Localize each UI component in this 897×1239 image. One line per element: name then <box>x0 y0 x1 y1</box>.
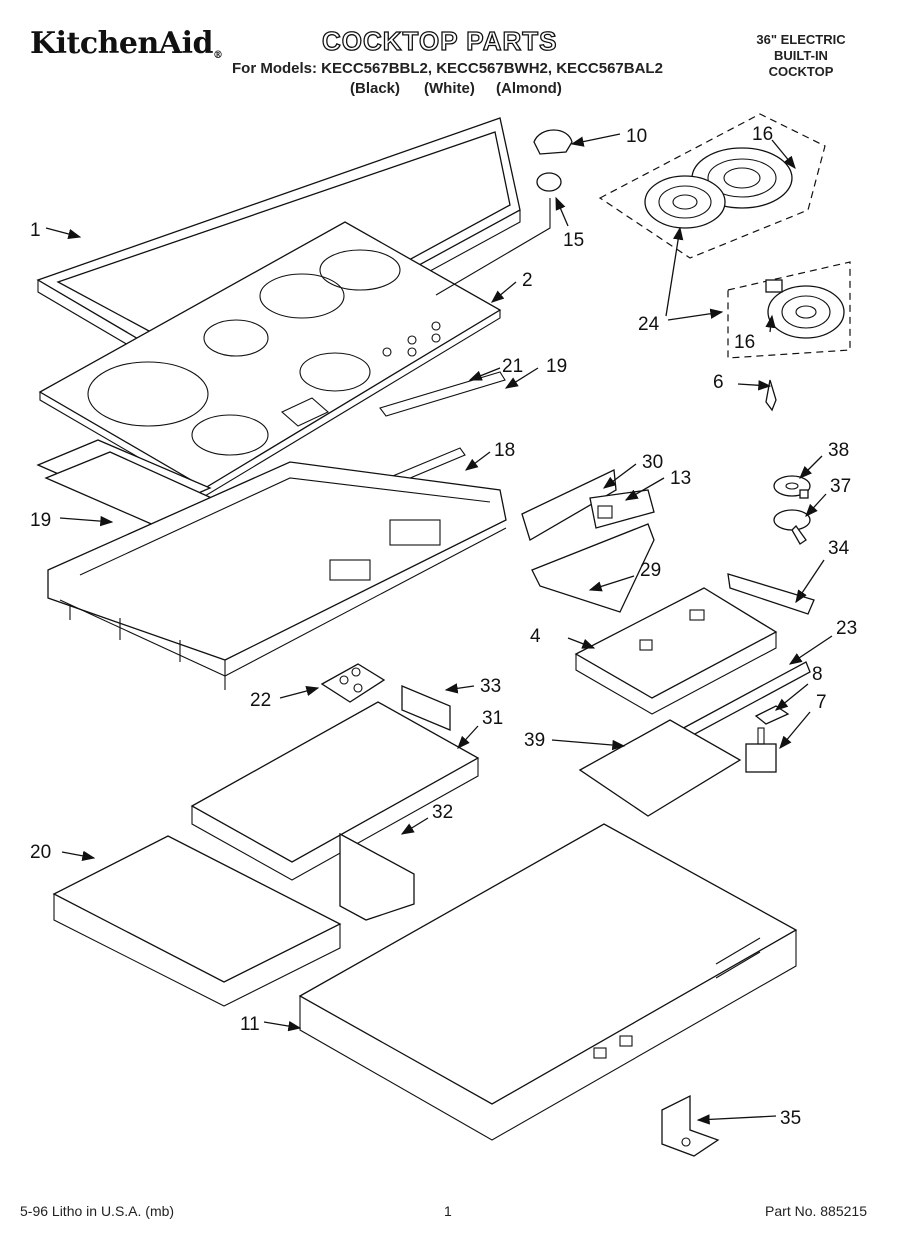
spec-line-3: COCKTOP <box>768 64 834 79</box>
part-18-burner-box <box>47 461 507 690</box>
spec-line-1: 36" ELECTRIC <box>756 32 846 47</box>
callout-11: 11 <box>240 1014 260 1035</box>
callout-30: 30 <box>642 452 663 473</box>
part-22-terminal-block <box>320 663 386 703</box>
callout-2: 2 <box>522 270 533 291</box>
brand-logo: KitchenAid® <box>30 26 223 61</box>
part-32-channel <box>339 832 415 921</box>
callout-16-upper: 16 <box>752 124 773 145</box>
footer-litho: 5-96 Litho in U.S.A. (mb) <box>20 1203 175 1219</box>
callout-38: 38 <box>828 440 849 461</box>
part-35-bracket <box>661 1094 720 1157</box>
spec-line-2: BUILT-IN <box>774 48 828 63</box>
callout-13: 13 <box>670 468 691 489</box>
callout-labels: 1 2 10 15 16 24 16 6 21 19 18 19 30 13 3… <box>30 124 857 1129</box>
callout-39: 39 <box>524 730 545 751</box>
color-white-label: (White) <box>424 80 475 97</box>
callout-23: 23 <box>836 618 857 639</box>
callout-22: 22 <box>250 690 271 711</box>
callout-32: 32 <box>432 802 453 823</box>
brand-name: KitchenAid <box>30 26 213 61</box>
callout-6: 6 <box>713 372 724 393</box>
page-title: COCKTOP PARTS <box>321 25 558 56</box>
callout-16-lower: 16 <box>734 332 755 353</box>
callout-4: 4 <box>530 626 541 647</box>
part-31-panel <box>190 701 480 881</box>
leader-arrows <box>45 133 833 1125</box>
models-line: For Models: KECC567BBL2, KECC567BWH2, KE… <box>232 60 663 77</box>
footer-page-number: 1 <box>444 1203 452 1219</box>
callout-37: 37 <box>830 476 851 497</box>
callout-18: 18 <box>494 440 515 461</box>
color-black-label: (Black) <box>350 80 401 97</box>
callout-29: 29 <box>640 560 661 581</box>
part-34-rail <box>727 573 815 615</box>
callout-35: 35 <box>780 1108 801 1129</box>
color-almond-label: (Almond) <box>496 80 562 97</box>
part-10-knob <box>435 129 573 296</box>
part-4-control-box <box>574 587 778 715</box>
part-2-glass-top <box>38 221 502 497</box>
callout-15: 15 <box>563 230 584 251</box>
callout-33: 33 <box>480 676 501 697</box>
part-29-pan <box>531 523 655 613</box>
callout-19-upper: 19 <box>546 356 567 377</box>
callout-10: 10 <box>626 126 647 147</box>
part-39-board <box>578 719 742 817</box>
part-24-surface-elements <box>598 113 851 359</box>
callout-8: 8 <box>812 664 823 685</box>
footer-part-number: Part No. 885215 <box>765 1203 867 1219</box>
part-11-base-pan <box>298 823 798 1141</box>
part-33-bracket <box>401 685 451 731</box>
callout-31: 31 <box>482 708 503 729</box>
callout-19-lower: 19 <box>30 510 51 531</box>
callout-34: 34 <box>828 538 850 559</box>
callout-24: 24 <box>638 314 660 335</box>
callout-7: 7 <box>816 692 827 713</box>
callout-1: 1 <box>30 220 41 241</box>
part-20-front-panel <box>52 835 342 1007</box>
brand-registered-mark: ® <box>212 50 223 61</box>
part-7-8-switch <box>745 705 790 773</box>
callout-20: 20 <box>30 842 51 863</box>
part-37-38-rings <box>773 475 811 545</box>
callout-21: 21 <box>502 356 523 377</box>
part-6-clip <box>765 379 777 412</box>
